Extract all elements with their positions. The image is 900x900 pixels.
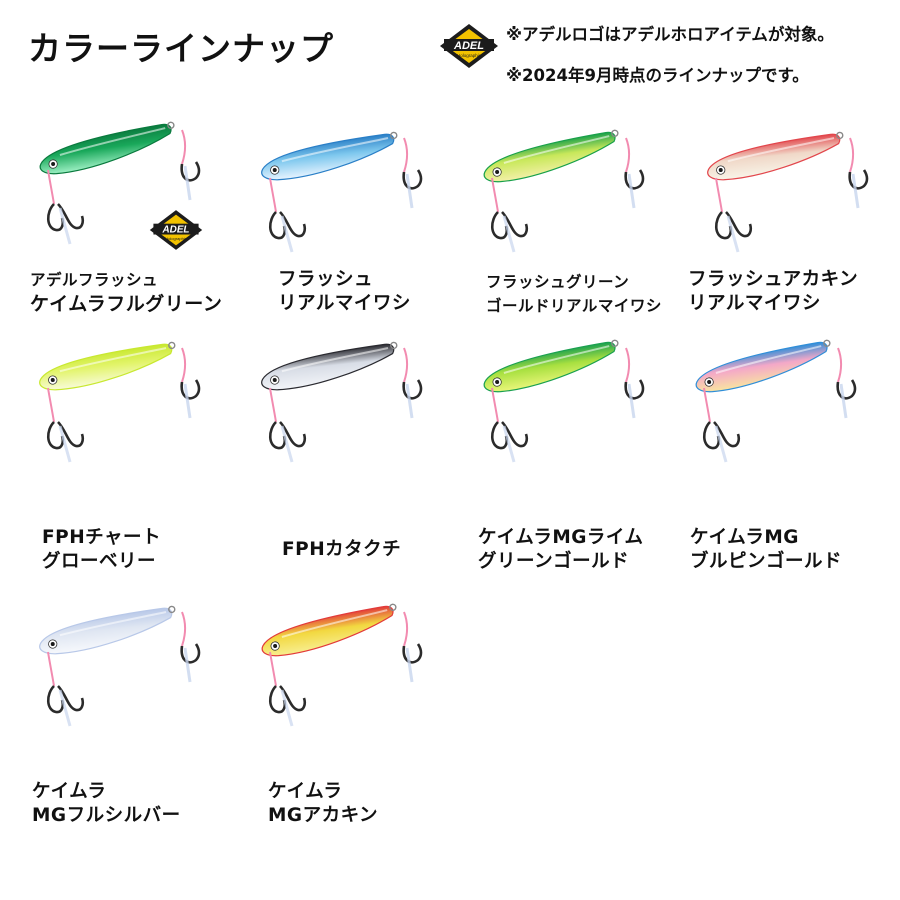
svg-text:Holographic: Holographic bbox=[457, 53, 482, 58]
lure-name-line2: ゴールドリアルマイワシ bbox=[486, 297, 662, 315]
lure-image bbox=[707, 131, 869, 253]
lure-name-line2: MGアカキン bbox=[268, 805, 379, 826]
lure-name-line2: グリーンゴールド bbox=[478, 551, 630, 572]
lure-name-line2: グローベリー bbox=[42, 551, 157, 572]
lure-name: ケイムラMG ブルピンゴールド bbox=[690, 526, 842, 574]
svg-text:Holographic: Holographic bbox=[165, 236, 187, 241]
lure-image bbox=[483, 129, 645, 253]
lure-image bbox=[39, 121, 201, 245]
lure-name-line1: ケイムラMG bbox=[690, 527, 799, 548]
notes: ※アデルロゴはアデルホロアイテムが対象。 ※2024年9月時点のラインナップです… bbox=[506, 14, 834, 96]
lure-name-line1: FPHチャート bbox=[42, 527, 161, 548]
lure-name-line2: FPHカタクチ bbox=[282, 539, 402, 560]
lure-name-line2: ケイムラフルグリーン bbox=[30, 293, 223, 315]
lure-name: ケイムラ MGアカキン bbox=[268, 780, 378, 828]
lure-name-line2: ブルピンゴールド bbox=[690, 551, 843, 572]
svg-text:ADEL: ADEL bbox=[453, 40, 484, 52]
lure-name-line2: リアルマイワシ bbox=[688, 293, 821, 314]
lure-name-line1: ケイムラ bbox=[32, 781, 107, 802]
page-title: カラーラインナップ bbox=[28, 29, 334, 68]
lure-name: アデルフラッシュケイムラフルグリーン bbox=[30, 268, 222, 316]
adel-logo-icon: ADEL Holographic bbox=[440, 24, 498, 68]
lure-image bbox=[39, 341, 201, 463]
lure-image bbox=[483, 339, 645, 463]
lure-name-line1: フラッシュアカキン bbox=[688, 269, 859, 290]
note-adel-logo: ※アデルロゴはアデルホロアイテムが対象。 bbox=[506, 25, 834, 44]
lure-image bbox=[261, 603, 423, 727]
lure-name: フラッシュリアルマイワシ bbox=[278, 268, 411, 316]
lure-name: FPHカタクチ bbox=[282, 538, 401, 562]
note-lineup-date: ※2024年9月時点のラインナップです。 bbox=[506, 66, 809, 85]
lure-name: ケイムラMGライムグリーンゴールド bbox=[478, 526, 644, 574]
lure-name: ケイムラ MGフルシルバー bbox=[32, 780, 181, 828]
lure-name-line1: フラッシュグリーン bbox=[486, 273, 630, 291]
lure-name: FPHチャートグローベリー bbox=[42, 526, 161, 574]
lure-name-line1: ケイムラMGライム bbox=[478, 527, 644, 548]
lure-image bbox=[261, 131, 423, 253]
lure-name-line1: ケイムラ bbox=[268, 781, 343, 802]
lure-name-line1: フラッシュ bbox=[278, 269, 374, 290]
lure-image bbox=[261, 341, 423, 463]
svg-text:ADEL: ADEL bbox=[161, 225, 189, 236]
lure-name-line2: リアルマイワシ bbox=[278, 293, 411, 314]
lure-name-line2: MGフルシルバー bbox=[32, 805, 181, 826]
lure-name: フラッシュグリーンゴールドリアルマイワシ bbox=[486, 270, 662, 318]
lure-image bbox=[39, 605, 201, 727]
lure-name-line1: アデルフラッシュ bbox=[30, 271, 159, 289]
lure-image bbox=[695, 339, 857, 463]
adel-badge-icon: ADEL Holographic bbox=[149, 210, 203, 250]
lure-name: フラッシュアカキンリアルマイワシ bbox=[688, 268, 858, 316]
